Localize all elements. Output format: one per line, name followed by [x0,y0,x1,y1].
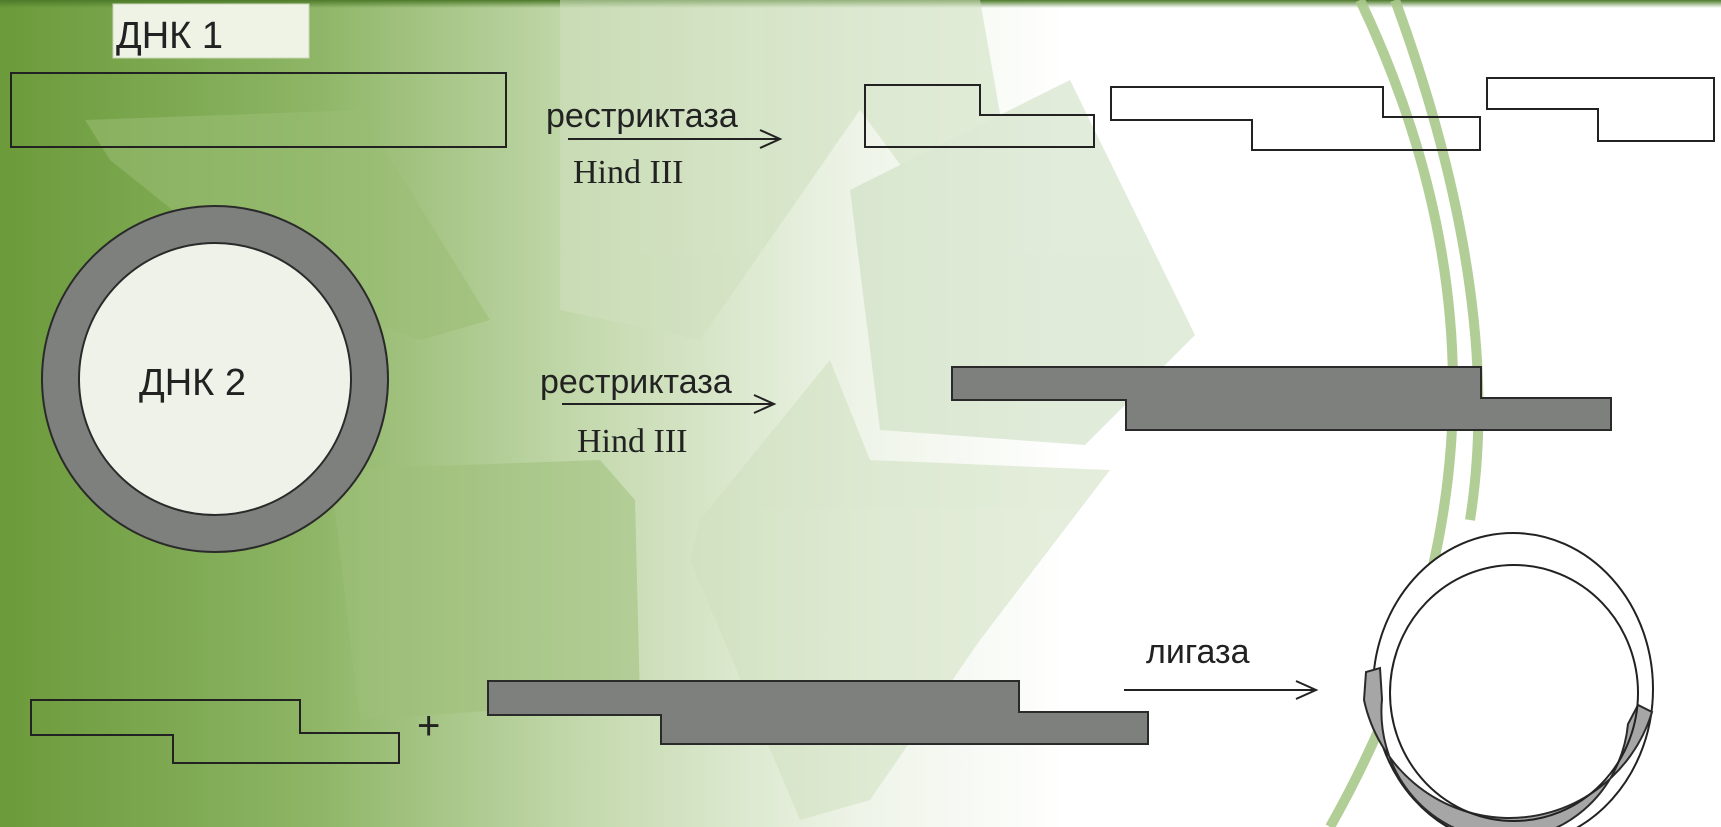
dna1-fragment-3 [1486,77,1715,142]
dna2-ring-inner [78,242,352,516]
recombinant-plasmid-inserted-segment [1362,666,1654,827]
plus-sign: + [417,704,440,748]
recombinant-plasmid-inner [1389,564,1639,822]
decor-box-left [330,460,640,720]
restriction-enzyme-label-1: рестриктаза [546,97,738,135]
arrow-1 [568,129,783,149]
ligase-label: лигаза [1146,633,1250,671]
decor-triangle-right [850,80,1195,445]
decor-arc-inner [1390,0,1484,521]
hind-iii-label-1: Hind III [573,154,683,191]
dna1-fragments [864,77,1715,151]
dna2-sticky-fragment [487,680,1149,745]
dna1-strand [10,72,507,148]
recombinant-plasmid [1362,532,1654,827]
dna1-label-box [112,3,310,59]
restriction-enzyme-label-2: рестриктаза [540,363,732,401]
arrow-2 [562,394,777,414]
dna2-label: ДНК 2 [139,362,246,404]
dna2-linear-fragment [951,366,1612,431]
hind-iii-label-2: Hind III [577,423,687,460]
arrow-3 [1124,680,1319,700]
dna1-fragment-2 [1110,86,1481,151]
dna1-label: ДНК 1 [116,15,223,57]
dna1-sticky-fragment [30,699,400,764]
dna1-fragment-1 [864,84,1095,148]
